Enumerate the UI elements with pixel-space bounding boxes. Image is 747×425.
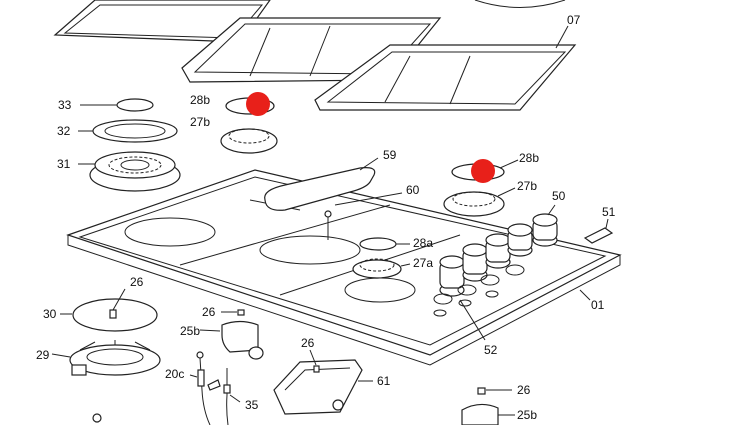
label-28a[interactable]: 28a	[413, 236, 434, 250]
label-27a[interactable]: 27a	[413, 256, 434, 270]
label-30[interactable]: 30	[43, 307, 57, 321]
label-26[interactable]: 26	[517, 383, 531, 397]
label-51[interactable]: 51	[602, 205, 616, 219]
label-61[interactable]: 61	[377, 374, 391, 388]
label-26[interactable]: 26	[130, 275, 144, 289]
label-01[interactable]: 01	[591, 298, 605, 312]
label-26[interactable]: 26	[301, 336, 315, 350]
label-28b[interactable]: 28b	[190, 93, 211, 107]
label-26[interactable]: 26	[202, 305, 216, 319]
label-25b[interactable]: 25b	[517, 408, 538, 422]
part-32-ring	[92, 119, 178, 143]
label-33[interactable]: 33	[58, 98, 72, 112]
hotspot-28b-right[interactable]	[471, 159, 495, 183]
grate-left	[53, 0, 271, 43]
label-31[interactable]: 31	[57, 157, 71, 171]
part-01-cooktop	[66, 169, 622, 366]
part-51-clip	[583, 227, 614, 244]
hotspot-28b-left[interactable]	[246, 92, 270, 116]
label-59[interactable]: 59	[383, 148, 397, 162]
label-28b[interactable]: 28b	[519, 151, 540, 165]
label-32[interactable]: 32	[57, 124, 71, 138]
part-25b-valve-left	[221, 309, 264, 360]
label-29[interactable]: 29	[36, 348, 50, 362]
part-61-box	[273, 359, 363, 415]
part-59-bar	[264, 167, 376, 211]
label-35[interactable]: 35	[245, 398, 259, 412]
label-60[interactable]: 60	[406, 183, 420, 197]
part-33-cap	[116, 98, 154, 112]
part-31-burner	[89, 151, 181, 192]
part-25b-valve-right	[461, 387, 499, 425]
part-50-knobs	[439, 213, 558, 297]
grate-right-07	[314, 44, 577, 111]
label-20c[interactable]: 20c	[165, 367, 185, 381]
part-29-base	[69, 340, 161, 376]
part-52-bezels	[433, 264, 525, 317]
label-50[interactable]: 50	[552, 189, 566, 203]
label-27b[interactable]: 27b	[517, 179, 538, 193]
label-27b[interactable]: 27b	[190, 115, 211, 129]
label-25b[interactable]: 25b	[180, 324, 201, 338]
label-07[interactable]: 07	[567, 13, 581, 27]
label-52[interactable]: 52	[484, 343, 498, 357]
